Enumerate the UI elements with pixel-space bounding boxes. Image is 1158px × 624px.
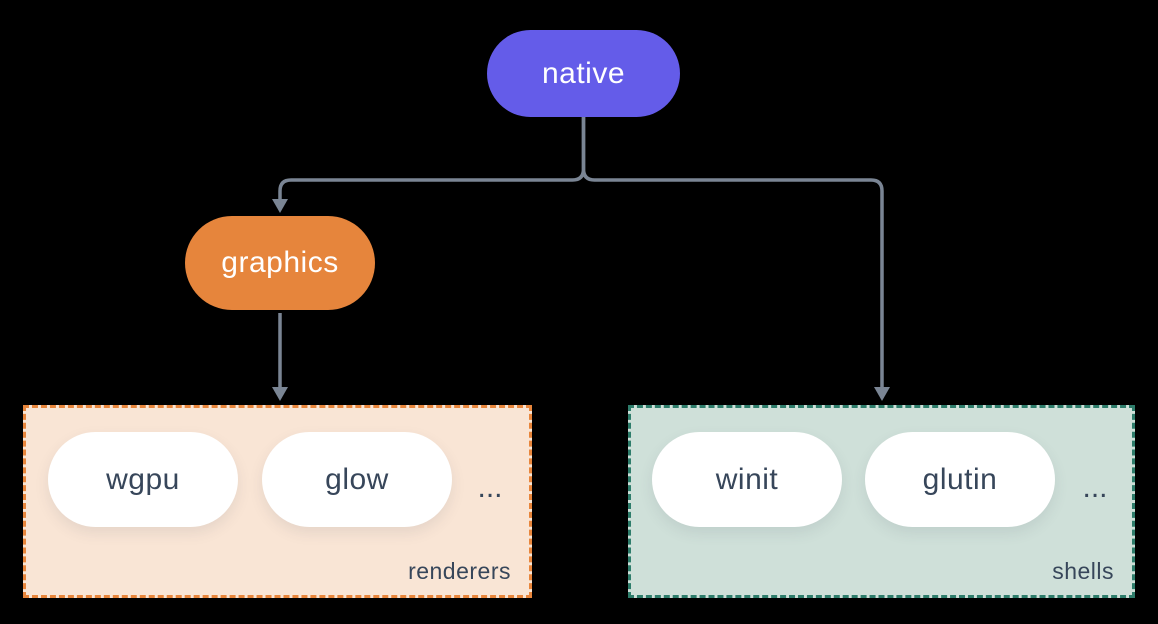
node-glutin: glutin (865, 432, 1055, 527)
arrowhead-renderers-icon (272, 387, 288, 401)
node-winit: winit (652, 432, 842, 527)
arrowhead-shells-icon (874, 387, 890, 401)
node-native: native (487, 30, 680, 117)
edge-native-shells (581, 117, 884, 388)
group-label-renderers: renderers (408, 558, 511, 584)
shells-ellipsis: ... (1082, 470, 1108, 504)
renderers-ellipsis: ... (477, 470, 503, 504)
node-wgpu: wgpu (48, 432, 238, 527)
group-label-shells: shells (1052, 558, 1114, 584)
node-glow: glow (262, 432, 452, 527)
edge-native-graphics (278, 117, 586, 200)
node-graphics: graphics (185, 216, 375, 310)
group-renderers: wgpu glow ... renderers (23, 405, 532, 598)
group-shells: winit glutin ... shells (628, 405, 1135, 598)
arrowhead-graphics-icon (272, 199, 288, 213)
